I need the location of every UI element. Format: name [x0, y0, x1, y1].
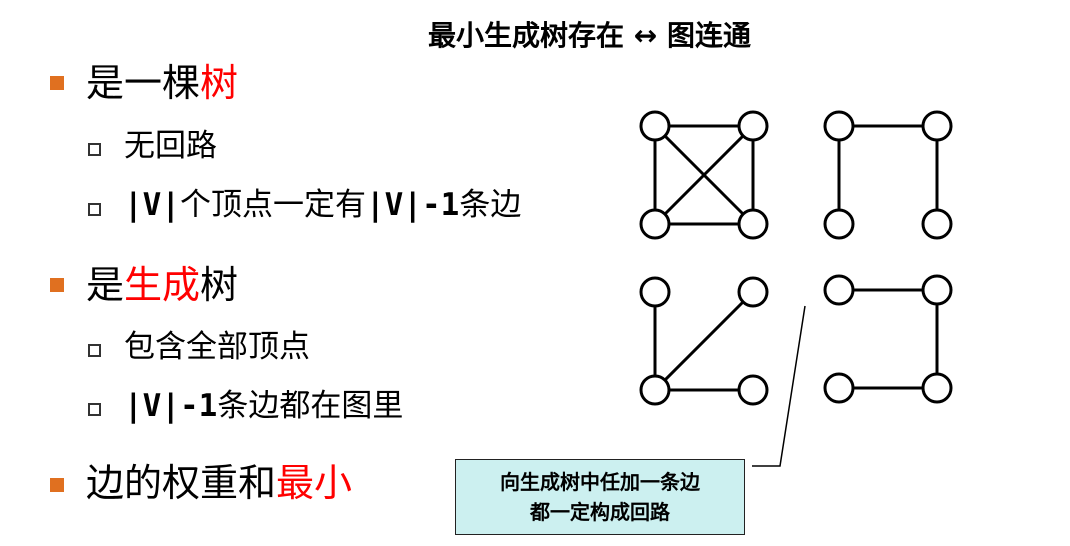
section-tree-heading: 是一棵树 [86, 64, 238, 102]
star-tree-graph [653, 290, 755, 392]
item-text: 无回路 [124, 128, 217, 164]
section-spanning-heading: 是生成树 [86, 266, 238, 304]
heading-text: 是一棵 [86, 61, 201, 105]
sub-bullet-icon [88, 203, 101, 216]
heading-text: 边的权重和 [86, 461, 277, 505]
heading-highlight: 生成 [124, 263, 201, 307]
item-mono-text: |V|-1 [124, 388, 218, 424]
sub-bullet-icon [88, 403, 101, 416]
path-tree-graph [837, 124, 939, 224]
callout-line-1: 向生成树中任加一条边 [500, 470, 700, 494]
item-text: 个顶点一定有 [180, 187, 366, 223]
callout-line-2: 都一定构成回路 [530, 500, 670, 524]
item-text: 条边 [459, 187, 522, 223]
complete-graph [653, 124, 755, 226]
item-mono-text: |V| [124, 187, 180, 223]
heading-text: 是 [86, 263, 125, 307]
item-edges-in-graph: |V|-1条边都在图里 [124, 391, 403, 422]
heading-highlight: 树 [200, 61, 239, 105]
slide-title: 最小生成树存在 ↔ 图连通 [428, 19, 751, 52]
sub-bullet-icon [88, 344, 101, 357]
item-mono-text: |V|-1 [366, 187, 460, 223]
item-no-cycle: 无回路 [124, 131, 217, 162]
section-min-weight-heading: 边的权重和最小 [86, 464, 352, 502]
heading-text: 树 [200, 263, 239, 307]
bullet-square-icon [50, 278, 64, 292]
bullet-square-icon [50, 76, 64, 90]
item-all-vertices: 包含全部顶点 [124, 332, 310, 363]
item-vertex-edge-count: |V|个顶点一定有|V|-1条边 [124, 190, 521, 221]
callout-box: 向生成树中任加一条边 都一定构成回路 [455, 459, 745, 535]
heading-highlight: 最小 [276, 461, 353, 505]
callout-pointer [752, 305, 806, 467]
path-tree-graph-2 [839, 288, 939, 390]
item-text: 条边都在图里 [217, 388, 404, 424]
bullet-square-icon [50, 478, 64, 492]
item-text: 包含全部顶点 [124, 329, 310, 365]
sub-bullet-icon [88, 143, 101, 156]
